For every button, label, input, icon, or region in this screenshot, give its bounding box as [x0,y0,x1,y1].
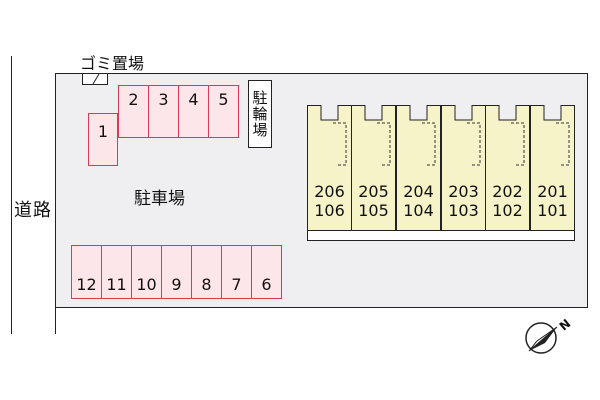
unit-number-upper: 203 [448,182,479,201]
bicycle-parking-label: 駐輪場 [250,90,269,138]
parking-spot-number: 2 [128,90,139,109]
parking-spot-6[interactable]: 6 [251,245,282,299]
garbage-area [82,73,108,85]
parking-spot-number: 10 [136,275,157,294]
unit-number-lower: 104 [403,201,434,220]
parking-spot-1[interactable]: 1 [88,113,118,166]
parking-spot-number: 8 [201,275,212,294]
parking-spot-number: 1 [97,122,109,141]
parking-spot-number: 6 [261,275,272,294]
bicycle-parking: 駐輪場 [248,80,272,148]
parking-spot-2[interactable]: 2 [118,85,149,138]
garbage-area-mark [92,74,100,84]
parking-spot-number: 5 [218,90,229,109]
parking-spot-4[interactable]: 4 [178,85,209,138]
unit-number-upper: 202 [492,182,523,201]
parking-spot-number: 9 [171,275,182,294]
unit-number-upper: 204 [403,182,434,201]
road-boundary-line [11,56,12,334]
unit-number-upper: 201 [537,182,568,201]
garbage-area-label: ゴミ置場 [80,54,145,73]
compass-icon: N [524,316,574,358]
parking-spot-8[interactable]: 8 [191,245,222,299]
parking-spot-number: 11 [106,275,127,294]
unit-number-lower: 102 [492,201,523,220]
parking-spot-11[interactable]: 11 [101,245,132,299]
road-label: 道路 [14,200,52,221]
parking-spot-number: 4 [188,90,199,109]
unit-number-lower: 105 [358,201,389,220]
unit-number-upper: 205 [358,182,389,201]
parking-spot-number: 7 [231,275,242,294]
unit-number-lower: 106 [314,201,345,220]
parking-spot-12[interactable]: 12 [71,245,102,299]
parking-spot-10[interactable]: 10 [131,245,162,299]
parking-spot-number: 12 [76,275,97,294]
parking-spot-7[interactable]: 7 [221,245,252,299]
parking-spot-3[interactable]: 3 [148,85,179,138]
parking-spot-number: 3 [158,90,169,109]
north-arrow-icon [525,322,558,354]
parking-spot-5[interactable]: 5 [208,85,239,138]
parking-lot-label: 駐車場 [134,189,185,209]
unit-number-upper: 206 [314,182,345,201]
parking-spot-9[interactable]: 9 [161,245,192,299]
unit-number-lower: 103 [448,201,479,220]
building-corridor [307,230,575,241]
lot-boundary-line [55,307,56,334]
unit-number-lower: 101 [537,201,568,220]
